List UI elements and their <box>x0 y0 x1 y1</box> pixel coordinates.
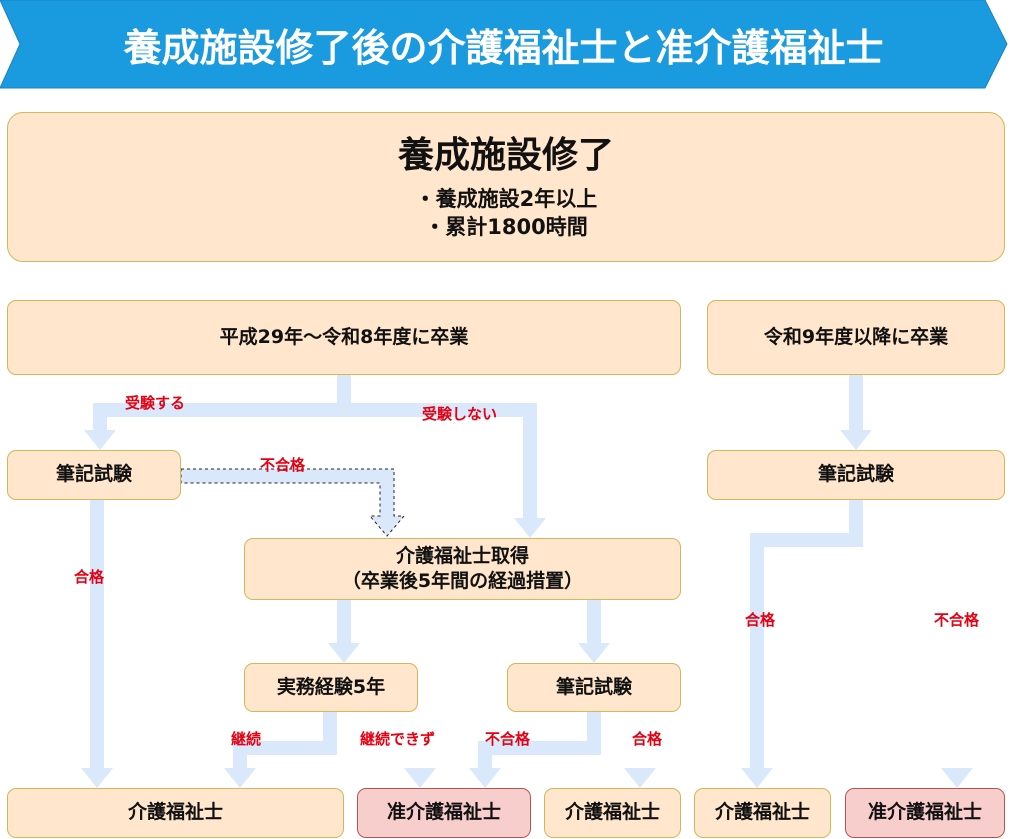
exam-box-right: 筆記試験 <box>707 450 1005 500</box>
arrow-exam-split <box>478 712 601 768</box>
result-kaigo: 介護福祉士 <box>544 788 681 838</box>
page-title: 養成施設修了後の介護福祉士と准介護福祉士 <box>123 25 884 70</box>
completion-requirement: ・養成施設2年以上 <box>414 186 598 211</box>
arrow-fail-dashed <box>180 468 406 537</box>
exam-box-mid: 筆記試験 <box>507 663 681 712</box>
label-continue: 継続 <box>231 730 262 748</box>
label-pass: 合格 <box>745 611 776 629</box>
result-kaigo: 介護福祉士 <box>694 788 831 838</box>
label-fail: 不合格 <box>934 611 980 629</box>
acquire-note: （卒業後5年間の経過措置） <box>341 570 584 592</box>
label-pass: 合格 <box>74 568 105 586</box>
completion-heading: 養成施設修了 <box>397 135 614 177</box>
label-take-exam: 受験する <box>125 394 186 412</box>
exam-label: 筆記試験 <box>555 675 632 698</box>
result-label: 介護福祉士 <box>714 801 810 824</box>
arrow-branch-a <box>93 375 351 430</box>
result-label: 准介護福祉士 <box>386 801 501 824</box>
acquire-title: 介護福祉士取得 <box>395 545 529 568</box>
result-label: 介護福祉士 <box>127 801 223 824</box>
completion-requirement: ・累計1800時間 <box>424 215 588 240</box>
label-cannot-continue: 継続できず <box>360 730 436 748</box>
label-no-exam: 受験しない <box>422 405 498 423</box>
arrow-exp-split <box>233 712 337 768</box>
result-jun-kaigo: 准介護福祉士 <box>357 788 531 838</box>
experience-label: 実務経験5年 <box>276 675 386 698</box>
completion-box: 養成施設修了 ・養成施設2年以上 ・累計1800時間 <box>7 112 1005 262</box>
title-banner <box>0 0 1008 89</box>
label-fail: 不合格 <box>260 456 306 474</box>
exam-label: 筆記試験 <box>817 463 894 486</box>
branch-a-box: 平成29年～令和8年度に卒業 <box>7 300 681 375</box>
result-label: 介護福祉士 <box>564 801 660 824</box>
result-kaigo: 介護福祉士 <box>7 788 344 838</box>
branch-a-label: 平成29年～令和8年度に卒業 <box>219 325 469 348</box>
arrow-no-exam <box>344 403 537 518</box>
arrow-exam-right-split <box>750 500 863 768</box>
branch-b-box: 令和9年度以降に卒業 <box>707 300 1005 375</box>
result-jun-kaigo: 准介護福祉士 <box>845 788 1005 838</box>
exam-label: 筆記試験 <box>55 463 132 486</box>
exam-box-left: 筆記試験 <box>7 450 181 500</box>
label-pass: 合格 <box>632 730 663 748</box>
branch-b-label: 令和9年度以降に卒業 <box>763 325 949 348</box>
acquire-box: 介護福祉士取得 （卒業後5年間の経過措置） <box>244 538 681 600</box>
label-fail: 不合格 <box>485 730 531 748</box>
result-label: 准介護福祉士 <box>867 801 982 824</box>
experience-box: 実務経験5年 <box>244 663 418 712</box>
